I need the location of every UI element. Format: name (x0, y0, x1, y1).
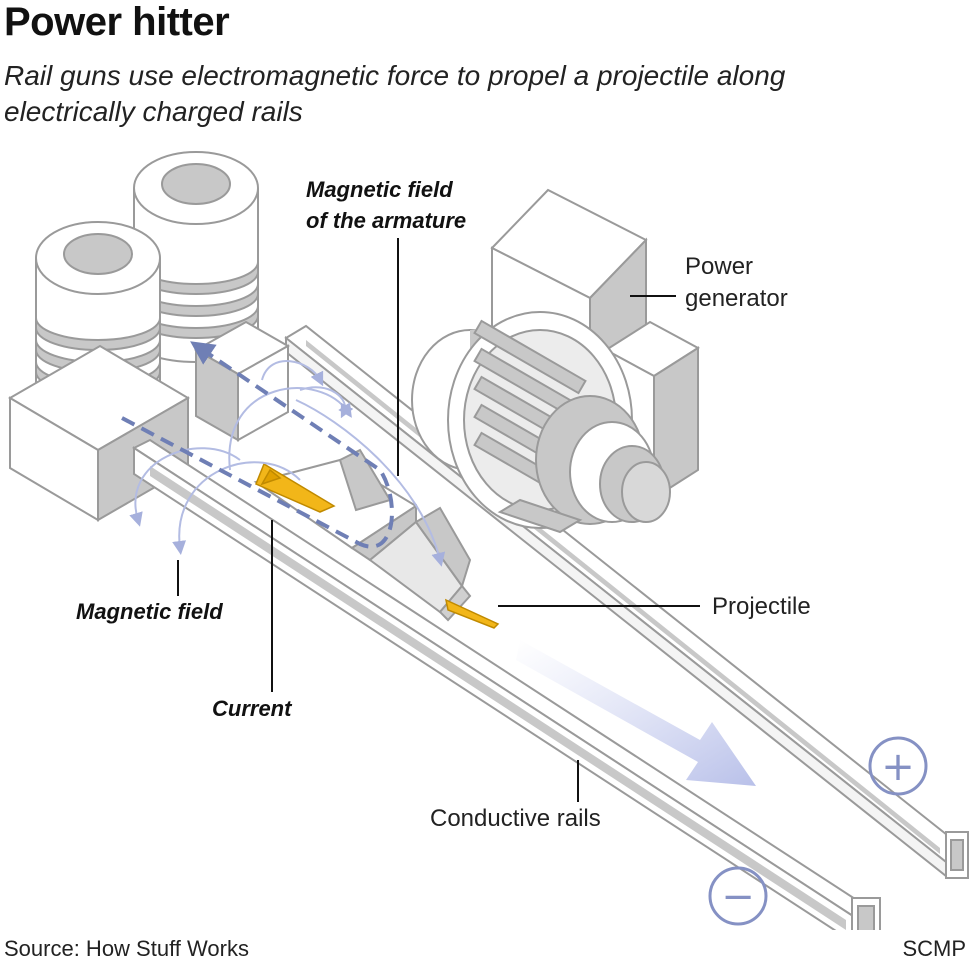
label-magnetic-field-armature-1: Magnetic field (306, 177, 453, 202)
railgun-diagram: + − Magnetic field of the armature Power… (8, 151, 969, 930)
label-projectile: Projectile (712, 593, 811, 620)
back-coil (133, 151, 259, 363)
label-conductive-rails: Conductive rails (430, 805, 601, 832)
source-note: Source: How Stuff Works (4, 936, 249, 961)
label-magnetic-field-armature-2: of the armature (306, 208, 466, 233)
leader-lines (177, 238, 700, 802)
plus-symbol: + (868, 736, 928, 796)
minus-symbol-text: − (721, 874, 755, 920)
label-power-generator-1: Power (685, 253, 753, 280)
direction-arrow (516, 640, 756, 786)
label-power-generator-2: generator (685, 285, 788, 312)
page-subtitle: Rail guns use electromagnetic force to p… (4, 60, 786, 127)
credit-note: SCMP (902, 936, 966, 961)
coil-base (8, 320, 291, 522)
label-current: Current (212, 696, 293, 721)
page-title: Power hitter (4, 0, 230, 44)
current-path (121, 341, 394, 549)
magnetic-field-lines (129, 360, 446, 567)
negative-rail (131, 438, 881, 930)
plus-symbol-text: + (881, 744, 915, 790)
label-magnetic-field: Magnetic field (76, 599, 223, 624)
minus-symbol: − (708, 866, 768, 926)
projectile-shape (255, 462, 500, 629)
armature (253, 448, 472, 622)
